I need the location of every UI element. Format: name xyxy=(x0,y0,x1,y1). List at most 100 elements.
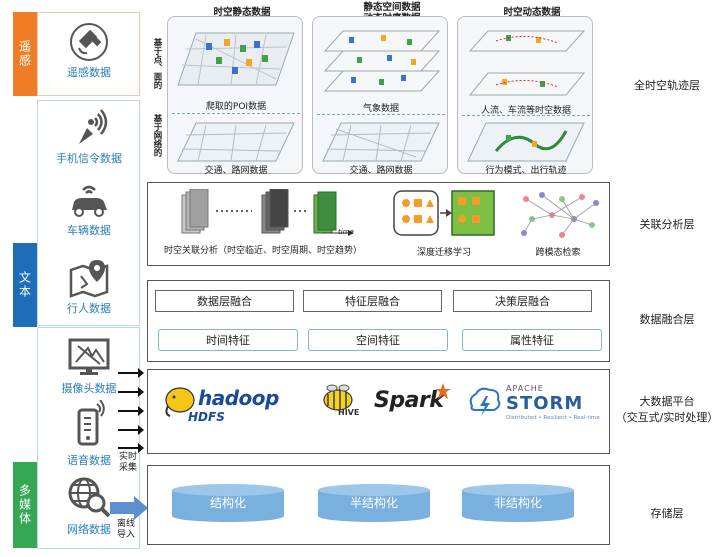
offline-arrow xyxy=(110,496,148,520)
attr-feature-label: 属性特征 xyxy=(510,334,554,347)
time-feature-label: 时间特征 xyxy=(206,334,250,347)
source-remote: 遥感数据 xyxy=(40,22,138,80)
source-network: 网络数据 xyxy=(40,475,138,537)
road-network-layer-2 xyxy=(322,122,440,162)
layer-label-platform: 大数据平台 （交互式/实时处理） xyxy=(612,394,722,426)
col3-title: 时空动态数据 xyxy=(503,7,561,18)
deep-transfer-label: 深度迁移学习 xyxy=(416,248,471,258)
offline-label: 离线导入 xyxy=(117,519,136,540)
deep-transfer-graphic xyxy=(393,190,495,236)
weather-stack-layer xyxy=(323,30,441,92)
col2-caption-top: 气象数据 xyxy=(362,104,399,114)
col3-divider xyxy=(462,115,590,116)
trajectory-col-3: 人流、车流等时空数据 行为模式、出行轨迹 xyxy=(457,16,593,176)
remote-group-box xyxy=(37,12,140,96)
col2-divider xyxy=(317,114,445,115)
poi-map-layer xyxy=(177,32,295,86)
spark-logo-text: Spark xyxy=(374,388,444,413)
attr-feature-box: 属性特征 xyxy=(462,329,602,351)
unstructured-label: 非结构化 xyxy=(493,496,542,510)
spark-star-icon xyxy=(435,383,451,399)
category-remote-label: 遥感 xyxy=(17,40,32,68)
feature-level-fusion-label: 特征层融合 xyxy=(345,295,400,308)
media-group-box xyxy=(37,327,140,549)
decision-level-fusion-label: 决策层融合 xyxy=(495,295,550,308)
realtime-arrow-3 xyxy=(118,406,144,416)
source-pedestrian: 行人数据 xyxy=(40,256,138,316)
storm-tagline: Distributed • Resilient • Real-time xyxy=(506,415,600,421)
map-pin-icon xyxy=(69,260,109,298)
signal-antenna-icon xyxy=(79,109,108,144)
spatiotemporal-analysis-label: 时空关联分析（时空临近、时空周期、时空趋势） xyxy=(163,246,362,256)
col3-caption-bottom: 行为模式、出行轨迹 xyxy=(485,166,567,176)
storage-panel: 结构化 半结构化 非结构化 xyxy=(147,465,610,545)
category-media-label: 多媒体 xyxy=(17,484,32,526)
category-text: 文本 xyxy=(13,243,37,327)
trajectory-col-2: 气象数据 交通、路网数据 xyxy=(312,16,448,176)
side-label-top: 基于点、面的 xyxy=(152,38,162,89)
crossmodal-graphic xyxy=(521,192,599,238)
category-media: 多媒体 xyxy=(13,462,37,548)
time-axis-label: time xyxy=(338,228,354,236)
platform-panel: hadoop HDFS HIVE Spark APACHE STORM Dist… xyxy=(147,369,610,454)
road-network-layer xyxy=(177,122,295,162)
data-level-fusion-label: 数据层融合 xyxy=(197,295,252,308)
source-camera-label: 摄像头数据 xyxy=(61,382,117,395)
decision-level-fusion-box: 决策层融合 xyxy=(453,290,592,312)
semi-structured-label: 半结构化 xyxy=(349,496,398,510)
space-feature-box: 空间特征 xyxy=(308,329,448,351)
source-mobile: 手机信令数据 xyxy=(40,108,138,166)
camera-screen-icon xyxy=(68,338,110,375)
structured-label: 结构化 xyxy=(209,496,246,510)
unstructured-storage-cylinder: 非结构化 xyxy=(462,484,574,522)
analysis-panel: time 时空关联分析（时空临近、时空周期、时空趋势） 深度迁移学习 跨模态检索 xyxy=(147,182,610,266)
globe-search-icon xyxy=(68,477,111,518)
realtime-arrow-5 xyxy=(118,443,144,453)
data-level-fusion-box: 数据层融合 xyxy=(155,290,294,312)
space-feature-label: 空间特征 xyxy=(356,334,400,347)
realtime-arrow-4 xyxy=(118,425,144,435)
hive-bee-icon xyxy=(323,384,353,411)
trajectory-map-layer xyxy=(467,122,585,162)
col2-caption-bottom: 交通、路网数据 xyxy=(349,166,413,176)
hdfs-logo-text: HDFS xyxy=(188,410,225,424)
hive-logo-text: HIVE xyxy=(338,408,360,417)
source-mobile-label: 手机信令数据 xyxy=(56,152,122,165)
source-vehicle-label: 车辆数据 xyxy=(67,224,111,237)
layer-label-analysis: 关联分析层 xyxy=(639,218,695,231)
semi-structured-storage-cylinder: 半结构化 xyxy=(318,484,430,522)
col1-caption-bottom: 交通、路网数据 xyxy=(204,166,268,176)
col1-title: 时空静态数据 xyxy=(213,7,271,18)
hadoop-elephant-icon xyxy=(165,387,195,417)
side-label-bottom: 基于网络的 xyxy=(152,114,162,157)
spatiotemporal-frames-graphic xyxy=(181,189,354,236)
trajectory-col-1: 爬取的POI数据 交通、路网数据 xyxy=(167,16,303,176)
category-remote: 遥感 xyxy=(13,12,37,96)
col3-caption-top: 人流、车流等时空数据 xyxy=(480,106,571,116)
source-network-label: 网络数据 xyxy=(67,523,111,536)
layer-label-fusion: 数据融合层 xyxy=(639,313,695,326)
hadoop-logo-text: hadoop xyxy=(198,386,279,410)
source-vehicle: 车辆数据 xyxy=(40,180,138,238)
phone-signal-icon xyxy=(77,400,105,446)
feature-level-fusion-box: 特征层融合 xyxy=(303,290,442,312)
time-feature-box: 时间特征 xyxy=(158,329,298,351)
storm-logo-text: STORM xyxy=(506,393,584,414)
source-voice-label: 语音数据 xyxy=(67,454,111,467)
col1-divider xyxy=(172,113,300,114)
platform-label: 大数据平台 xyxy=(639,395,695,408)
source-voice: 语音数据 xyxy=(40,400,138,468)
flow-stack-layer xyxy=(468,30,586,96)
source-pedestrian-label: 行人数据 xyxy=(67,302,111,315)
storm-apache-text: APACHE xyxy=(506,384,544,393)
trajectory-panel: 时空静态数据 静态空间数据 动态时序数据 时空动态数据 基于点、面的 基于网络的… xyxy=(147,2,707,176)
storm-logo-icon xyxy=(469,387,501,416)
structured-storage-cylinder: 结构化 xyxy=(172,484,284,522)
col1-caption-top: 爬取的POI数据 xyxy=(205,102,267,112)
text-group-box xyxy=(37,100,140,326)
layer-label-trajectory: 全时空轨迹层 xyxy=(634,79,700,92)
fusion-panel: 数据层融合 特征层融合 决策层融合 时间特征 空间特征 属性特征 xyxy=(147,280,610,362)
crossmodal-label: 跨模态检索 xyxy=(535,248,581,258)
realtime-arrow-2 xyxy=(118,387,144,397)
satellite-icon xyxy=(70,23,108,61)
